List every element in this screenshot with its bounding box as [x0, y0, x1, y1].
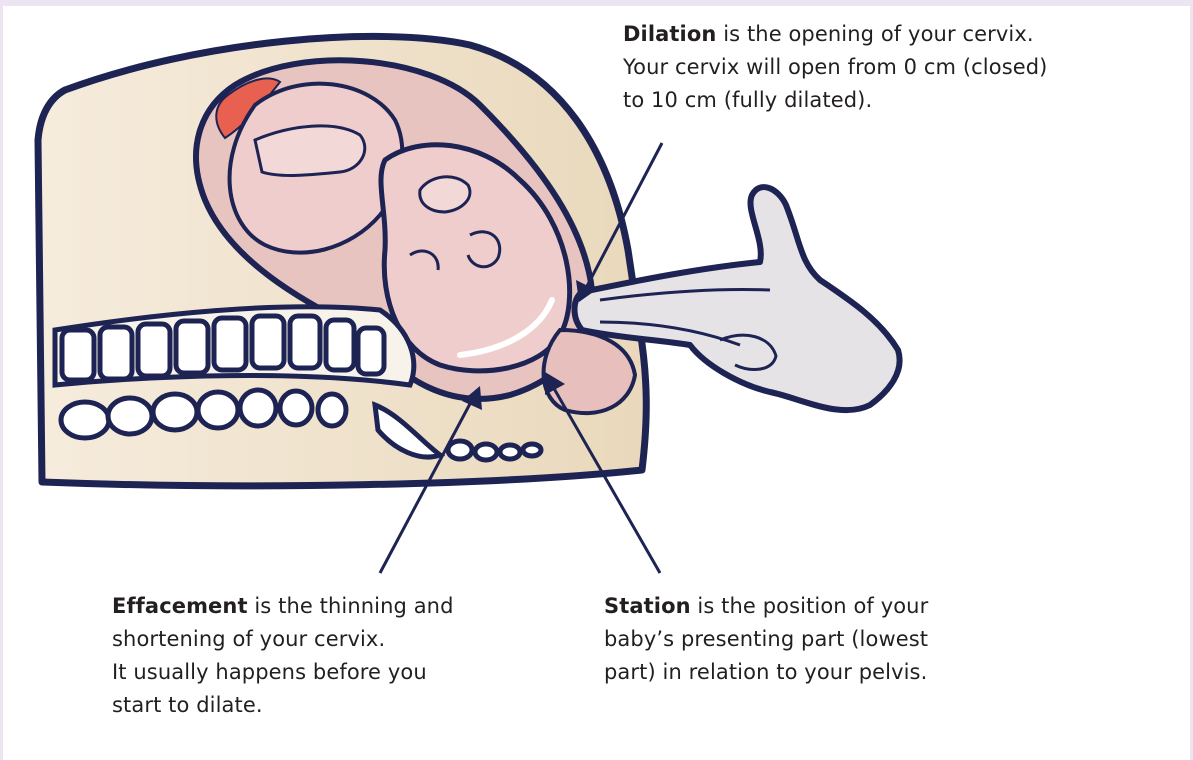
baby-leg — [255, 126, 365, 176]
baby-hand — [420, 177, 470, 212]
dilation-term: Dilation — [623, 22, 716, 46]
effacement-caption: Effacement is the thinning and shortenin… — [112, 590, 454, 722]
effacement-term: Effacement — [112, 594, 248, 618]
dilation-caption: Dilation is the opening of your cervix. … — [623, 18, 1047, 117]
station-caption: Station is the position of your baby’s p… — [604, 590, 928, 689]
station-term: Station — [604, 594, 691, 618]
